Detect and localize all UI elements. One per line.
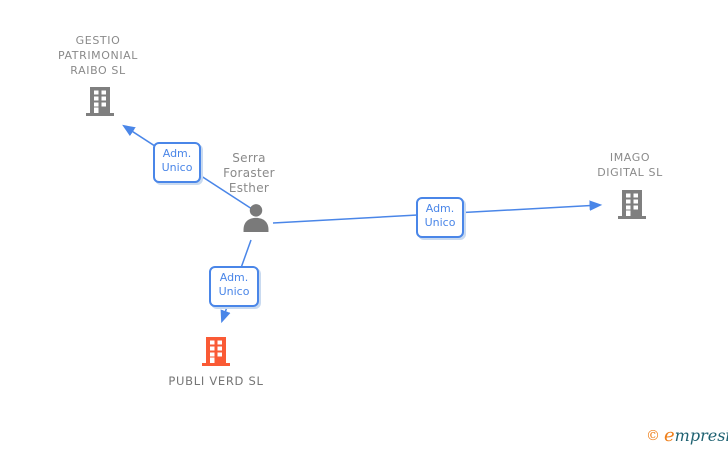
person-icon: [243, 204, 269, 233]
company-label-line: IMAGO: [609, 151, 651, 164]
company-label-gestio: GESTIO PATRIMONIAL RAIBO SL: [28, 33, 168, 78]
building-icon: [202, 337, 230, 366]
company-label-imago: IMAGO DIGITAL SL: [570, 150, 690, 180]
person-label-line: Esther: [228, 181, 270, 195]
building-icon: [618, 190, 646, 219]
edge-label-line: Unico: [218, 285, 250, 298]
edge-label-line: Adm.: [425, 202, 455, 215]
brand-initial: e: [664, 425, 675, 446]
person-label: Serra Foraster Esther: [189, 151, 309, 196]
company-label-publi: PUBLI VERD SL: [146, 374, 286, 389]
person-label-line: Foraster: [223, 166, 275, 180]
brand-name: mpresia: [674, 426, 728, 445]
copyright-icon: ©: [646, 428, 660, 444]
company-node-imago[interactable]: [618, 189, 646, 223]
company-node-publi[interactable]: [202, 336, 230, 370]
company-node-gestio[interactable]: [86, 86, 114, 120]
person-node[interactable]: [239, 201, 273, 243]
edge-label-adm-unico-publi: Adm. Unico: [209, 266, 259, 307]
company-label-line: DIGITAL SL: [597, 166, 663, 179]
person-label-line: Serra: [232, 151, 266, 165]
building-icon: [86, 87, 114, 116]
edge-label-adm-unico-gestio: Adm. Unico: [153, 142, 201, 183]
company-label-line: PUBLI VERD SL: [168, 374, 264, 388]
company-label-line: RAIBO SL: [70, 64, 126, 77]
edge-label-line: Unico: [424, 216, 456, 229]
company-label-line: PATRIMONIAL: [57, 49, 139, 62]
edge-label-line: Unico: [161, 161, 193, 174]
empresia-watermark[interactable]: ©empresia: [646, 425, 728, 446]
edge-label-line: Adm.: [162, 147, 192, 160]
edge-label-adm-unico-imago: Adm. Unico: [416, 197, 464, 238]
company-label-line: GESTIO: [75, 34, 121, 47]
edge-label-line: Adm.: [219, 271, 249, 284]
